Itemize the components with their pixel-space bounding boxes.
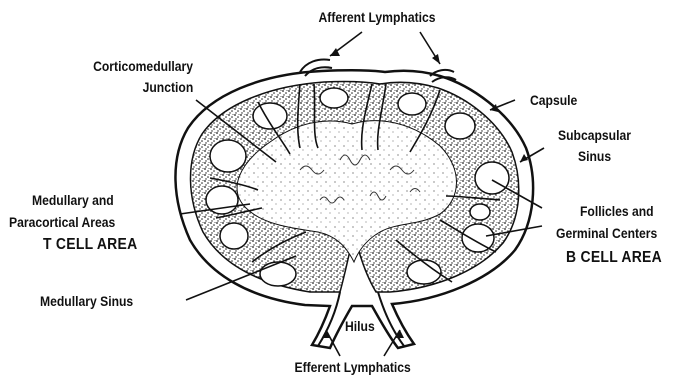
efferent-lymphatics-label: Efferent Lymphatics [294, 359, 410, 376]
afferent-lymphatics-label: Afferent Lymphatics [319, 9, 436, 26]
corticomedullary-label-line1: Corticomedullary [93, 58, 193, 75]
t-cell-area-label: T CELL AREA [43, 236, 137, 253]
medullary-label-line1: Medullary and [32, 192, 114, 209]
b-cell-area-label: B CELL AREA [566, 249, 662, 266]
hilus-label: Hilus [345, 318, 375, 335]
subcapsular-label-line2: Sinus [578, 148, 611, 165]
subcapsular-label-line1: Subcapsular [558, 127, 631, 144]
follicles-label-line2: Germinal Centers [556, 225, 657, 242]
corticomedullary-label-line2: Junction [142, 79, 193, 96]
medullary-label-line2: Paracortical Areas [9, 214, 115, 231]
capsule-label: Capsule [530, 92, 577, 109]
follicles-label-line1: Follicles and [580, 203, 654, 220]
medullary-sinus-label: Medullary Sinus [40, 293, 133, 310]
